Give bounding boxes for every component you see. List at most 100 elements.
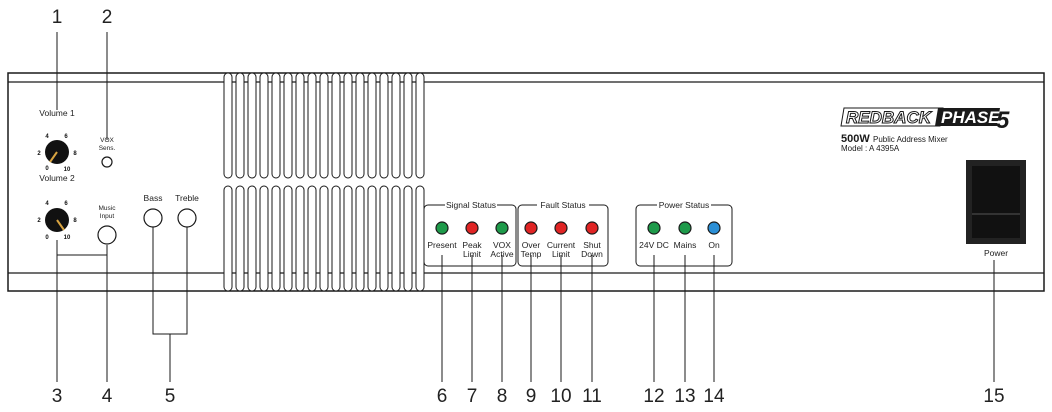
power-switch[interactable] bbox=[966, 160, 1026, 244]
vent-slot bbox=[223, 72, 233, 179]
brand-phase: PHASE bbox=[941, 108, 1000, 127]
vent-slot bbox=[307, 72, 317, 179]
vent-slot bbox=[319, 185, 329, 292]
signal-led-label-3: VOX bbox=[493, 240, 511, 250]
vent-slot bbox=[343, 185, 353, 292]
vent-slot bbox=[283, 185, 293, 292]
callout-5: 5 bbox=[165, 386, 176, 407]
signal-led-label-1: Present bbox=[427, 240, 457, 250]
vent-slot bbox=[343, 72, 353, 179]
fault-status-group: Fault Status bbox=[517, 198, 609, 267]
fault-led-2 bbox=[554, 221, 568, 235]
signal-status-title: Signal Status bbox=[446, 200, 496, 210]
vent-slot bbox=[379, 72, 389, 179]
brand-logo: REDBACK PHASE 5 bbox=[840, 107, 1010, 134]
svg-text:2: 2 bbox=[37, 151, 41, 157]
callout-6: 6 bbox=[437, 386, 448, 407]
vent-slot bbox=[367, 185, 377, 292]
power-led-label-2: Mains bbox=[674, 240, 697, 250]
vent-slot bbox=[235, 72, 245, 179]
vent-slot bbox=[331, 185, 341, 292]
vent-slot bbox=[415, 185, 425, 292]
signal-status-group: Signal Status bbox=[423, 198, 517, 267]
signal-led-1 bbox=[435, 221, 449, 235]
vent-slot bbox=[403, 72, 413, 179]
fault-led-label-2: Limit bbox=[552, 249, 571, 259]
volume-1-label: Volume 1 bbox=[39, 108, 75, 118]
fault-led-label-2: Current bbox=[547, 240, 576, 250]
svg-text:8: 8 bbox=[73, 218, 77, 224]
signal-led-3 bbox=[495, 221, 509, 235]
bass-control[interactable] bbox=[143, 208, 163, 228]
callout-14: 14 bbox=[703, 386, 725, 407]
vent-slot bbox=[259, 185, 269, 292]
model-number: Model : A 4395A bbox=[841, 144, 900, 153]
power-led-label-3: On bbox=[708, 240, 720, 250]
svg-text:4: 4 bbox=[45, 134, 49, 140]
callout-2: 2 bbox=[102, 7, 113, 28]
vent-slot bbox=[379, 185, 389, 292]
callout-12: 12 bbox=[643, 386, 664, 407]
power-switch-label: Power bbox=[984, 248, 1008, 258]
fault-led-1 bbox=[524, 221, 538, 235]
vent-slot bbox=[415, 72, 425, 179]
vent-slot bbox=[355, 72, 365, 179]
treble-label: Treble bbox=[175, 193, 199, 203]
vent-slot bbox=[355, 185, 365, 292]
signal-led-label-2: Limit bbox=[463, 249, 482, 259]
vent-slot bbox=[403, 185, 413, 292]
bass-label: Bass bbox=[144, 193, 163, 203]
vent-slot bbox=[391, 185, 401, 292]
ventilation-grille bbox=[223, 72, 425, 292]
callout-10: 10 bbox=[550, 386, 571, 407]
volume-2-knob[interactable] bbox=[45, 208, 69, 232]
power-status-title: Power Status bbox=[659, 200, 710, 210]
callout-7: 7 bbox=[467, 386, 478, 407]
vox-sens-label: VOX bbox=[100, 137, 114, 144]
callout-8: 8 bbox=[497, 386, 508, 407]
vox-sens-trimmer[interactable] bbox=[101, 156, 113, 168]
svg-text:2: 2 bbox=[37, 218, 41, 224]
vent-slot bbox=[235, 185, 245, 292]
vent-slot bbox=[331, 72, 341, 179]
volume-1-knob[interactable] bbox=[45, 140, 69, 164]
vent-slot bbox=[247, 185, 257, 292]
svg-text:6: 6 bbox=[64, 134, 68, 140]
svg-text:4: 4 bbox=[45, 201, 49, 207]
vent-slot bbox=[295, 185, 305, 292]
volume-2-label: Volume 2 bbox=[39, 173, 75, 183]
music-input-label: Music bbox=[99, 205, 117, 212]
vent-slot bbox=[271, 72, 281, 179]
svg-text:6: 6 bbox=[64, 201, 68, 207]
vent-slot bbox=[391, 72, 401, 179]
power-led-3 bbox=[707, 221, 721, 235]
volume-1-scale: 0 2 4 6 8 10 bbox=[37, 134, 77, 173]
svg-text:10: 10 bbox=[64, 235, 71, 241]
power-led-label-1: 24V DC bbox=[639, 240, 669, 250]
brand-phase-number: 5 bbox=[996, 107, 1010, 134]
product-description: Public Address Mixer bbox=[873, 135, 948, 144]
callout-13: 13 bbox=[674, 386, 695, 407]
vent-slot bbox=[223, 185, 233, 292]
power-led-2 bbox=[678, 221, 692, 235]
vent-slot bbox=[307, 185, 317, 292]
vent-slot bbox=[319, 72, 329, 179]
callout-9: 9 bbox=[526, 386, 537, 407]
vent-slot bbox=[283, 72, 293, 179]
callout-11: 11 bbox=[582, 386, 602, 407]
fault-led-label-1: Over bbox=[522, 240, 541, 250]
callout-4: 4 bbox=[102, 386, 113, 407]
volume-2-scale: 0 2 4 6 8 10 bbox=[37, 201, 77, 241]
music-input-jack[interactable] bbox=[97, 225, 117, 245]
brand-name: REDBACK bbox=[846, 108, 933, 127]
fault-led-label-3: Down bbox=[581, 249, 603, 259]
fault-led-label-3: Shut bbox=[583, 240, 601, 250]
svg-text:8: 8 bbox=[73, 151, 77, 157]
music-input-label-line2: Input bbox=[100, 213, 115, 220]
vent-slot bbox=[367, 72, 377, 179]
svg-text:0: 0 bbox=[45, 235, 49, 241]
treble-control[interactable] bbox=[177, 208, 197, 228]
vent-slot bbox=[295, 72, 305, 179]
